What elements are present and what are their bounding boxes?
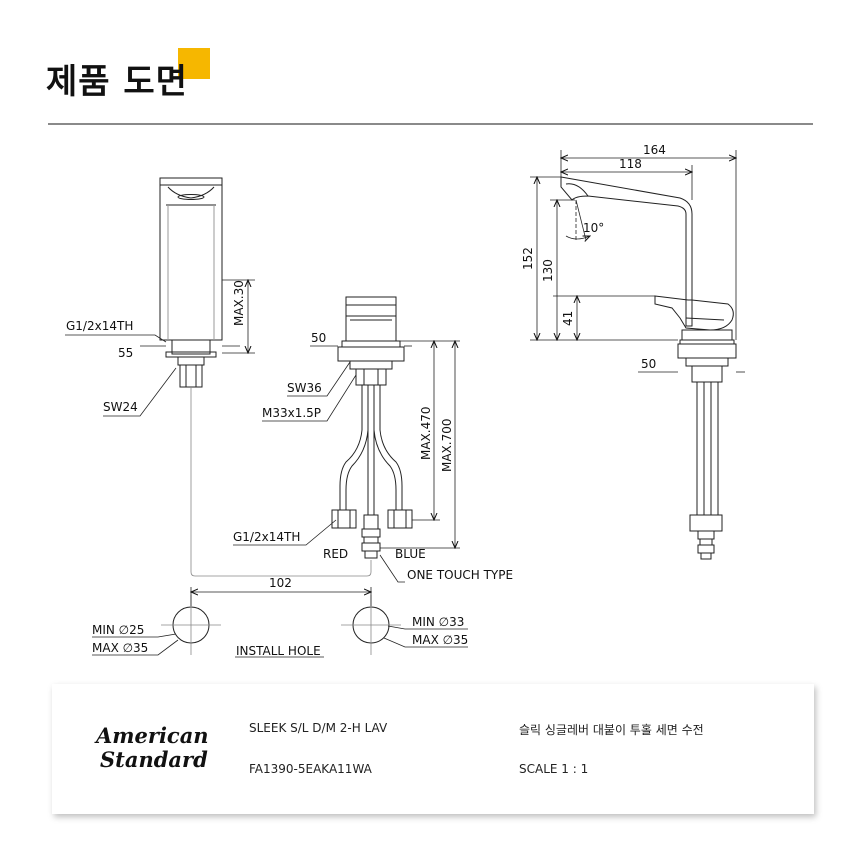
title-block: American Standard SLEEK S/L D/M 2-H LAV …	[52, 684, 814, 814]
brand-line-2: Standard	[100, 747, 208, 772]
side-view	[560, 176, 737, 560]
title-accent	[178, 48, 210, 79]
brand-logo: American Standard	[96, 724, 209, 772]
dim-130: 130	[541, 259, 555, 282]
front-view-handle	[331, 296, 413, 559]
label-blue: BLUE	[395, 547, 426, 561]
dim-sw24: SW24	[103, 400, 138, 414]
product-name-korean: 슬릭 싱글레버 대붙이 투홀 세면 수전	[519, 723, 704, 737]
install-right-min: MIN ∅33	[412, 615, 464, 629]
dim-50-mid: 50	[311, 331, 326, 345]
dim-max470: MAX.470	[419, 406, 433, 460]
label-one-touch: ONE TOUCH TYPE	[407, 568, 513, 582]
dim-102: 102	[269, 576, 292, 590]
dim-max30: MAX.30	[232, 280, 246, 326]
front-view-spout	[159, 177, 223, 388]
dim-g1-top: G1/2x14TH	[66, 319, 133, 333]
page-title: 제품 도면	[46, 62, 188, 102]
install-left-max: MAX ∅35	[92, 641, 148, 655]
install-hole-label: INSTALL HOLE	[236, 644, 321, 658]
dim-164: 164	[643, 143, 666, 157]
brand-line-1: American	[96, 723, 209, 748]
drawing-scale: SCALE 1 : 1	[519, 762, 589, 776]
title-divider	[48, 123, 813, 125]
dim-m33: M33x1.5P	[262, 406, 321, 420]
dim-angle-10: 10°	[583, 221, 604, 235]
dim-50-right: 50	[641, 357, 656, 371]
dim-max700: MAX.700	[440, 418, 454, 472]
dim-152: 152	[521, 247, 535, 270]
dim-g1-bottom: G1/2x14TH	[233, 530, 300, 544]
install-left-min: MIN ∅25	[92, 623, 144, 637]
dim-41: 41	[561, 311, 575, 326]
label-red: RED	[323, 547, 348, 561]
product-name: SLEEK S/L D/M 2-H LAV	[249, 721, 388, 735]
dim-55: 55	[118, 346, 133, 360]
install-right-max: MAX ∅35	[412, 633, 468, 647]
dim-118: 118	[619, 157, 642, 171]
model-number: FA1390-5EAKA11WA	[249, 762, 372, 776]
dim-sw36: SW36	[287, 381, 322, 395]
